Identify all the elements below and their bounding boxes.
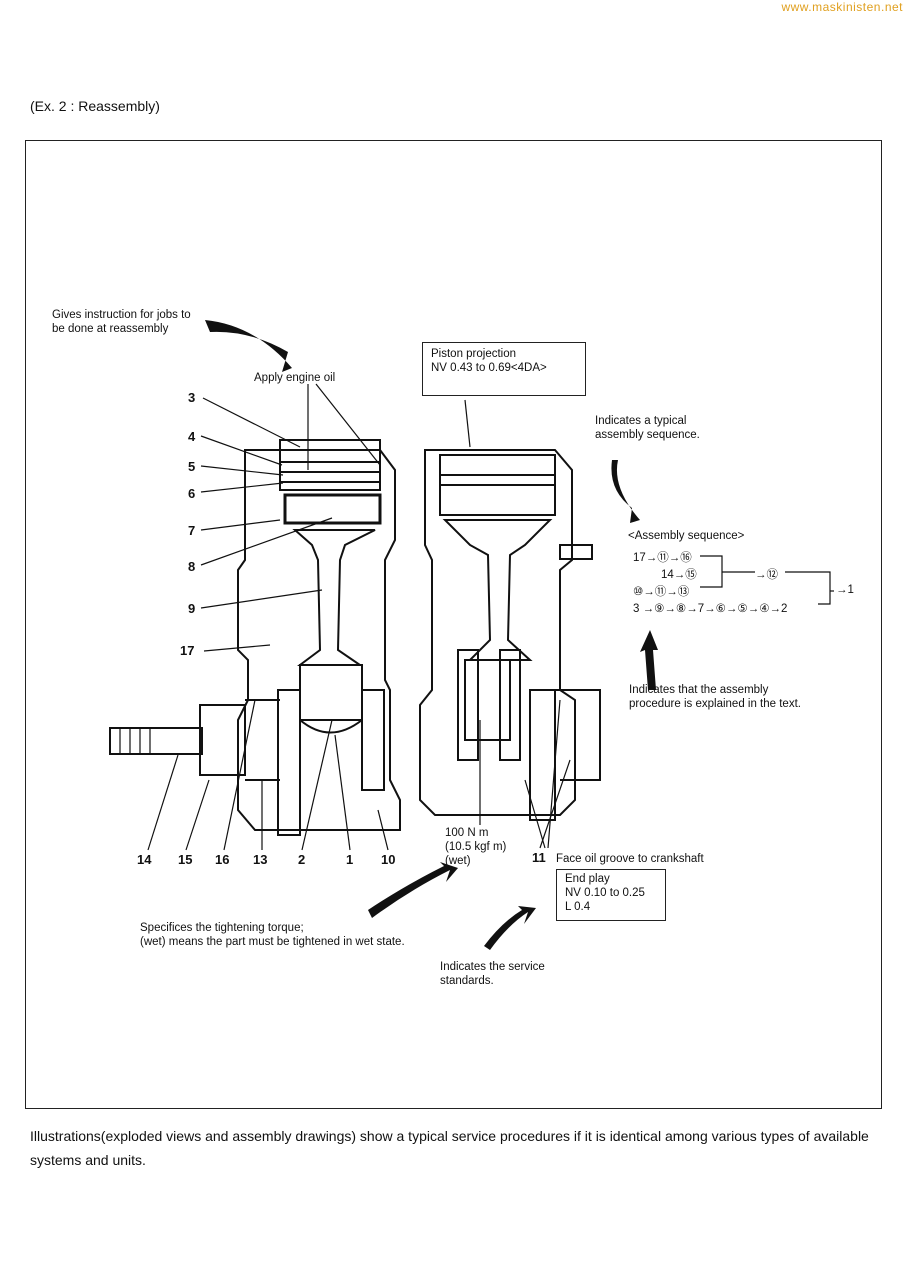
callout-reassembly-instruction-line1: Gives instruction for jobs to: [52, 309, 191, 321]
assembly-sequence-row3: ⑩→⑪→⑬: [633, 586, 690, 598]
piston-projection-title: Piston projection: [431, 348, 517, 360]
part-number-13: 13: [253, 852, 268, 867]
callout-face-oil-groove: Face oil groove to crankshaft: [556, 853, 704, 865]
end-play-title: End play: [565, 873, 610, 885]
watermark: www.maskinisten.net: [781, 0, 903, 14]
end-play-box: End play NV 0.10 to 0.25 L 0.4: [556, 869, 666, 921]
callout-reassembly-instruction-line2: be done at reassembly: [52, 323, 169, 335]
callout-explained-line2: procedure is explained in the text.: [629, 698, 801, 710]
part-number-8: 8: [188, 559, 196, 574]
callout-typical-sequence-line2: assembly sequence.: [595, 429, 700, 441]
piston-projection-value: NV 0.43 to 0.69<4DA>: [431, 362, 547, 374]
part-number-14: 14: [137, 852, 152, 867]
assembly-sequence-row2: 14→⑮: [661, 569, 697, 581]
assembly-sequence-mid: →⑫: [755, 569, 778, 581]
illustration-frame: [25, 140, 882, 1109]
assembly-sequence-end: →1: [836, 584, 854, 596]
callout-service-line1: Indicates the service: [440, 961, 545, 973]
part-number-7: 7: [188, 523, 196, 538]
torque-value: 100 N m: [445, 827, 489, 839]
part-number-5: 5: [188, 459, 196, 474]
end-play-nv: NV 0.10 to 0.25: [565, 887, 645, 899]
callout-torque-line1: Specifices the tightening torque;: [140, 922, 304, 934]
callout-typical-sequence-line1: Indicates a typical: [595, 415, 687, 427]
part-number-9: 9: [188, 601, 196, 616]
page-heading: (Ex. 2 : Reassembly): [30, 98, 160, 114]
torque-state: (wet): [445, 855, 471, 867]
part-number-2: 2: [298, 852, 306, 867]
callout-torque-line2: (wet) means the part must be tightened i…: [140, 936, 405, 948]
page-caption: Illustrations(exploded views and assembl…: [30, 1128, 869, 1168]
end-play-l: L 0.4: [565, 901, 591, 913]
part-number-11: 11: [532, 850, 546, 865]
part-number-15: 15: [178, 852, 193, 867]
callout-apply-oil: Apply engine oil: [254, 372, 336, 384]
part-number-4: 4: [188, 429, 196, 444]
part-number-16: 16: [215, 852, 230, 867]
part-number-3: 3: [188, 390, 196, 405]
assembly-sequence-row4: 3 →⑨→⑧→7→⑥→⑤→④→2: [633, 603, 788, 615]
part-number-17: 17: [180, 643, 195, 658]
assembly-sequence-row1: 17→⑪→⑯: [633, 552, 692, 564]
callout-service-line2: standards.: [440, 975, 494, 987]
part-number-6: 6: [188, 486, 196, 501]
piston-projection-box: Piston projection NV 0.43 to 0.69<4DA>: [422, 342, 586, 396]
part-number-10: 10: [381, 852, 396, 867]
callout-explained-line1: Indicates that the assembly: [629, 684, 769, 696]
torque-alt-value: (10.5 kgf m): [445, 841, 507, 853]
part-number-1: 1: [346, 852, 354, 867]
assembly-sequence-title: <Assembly sequence>: [628, 530, 745, 542]
